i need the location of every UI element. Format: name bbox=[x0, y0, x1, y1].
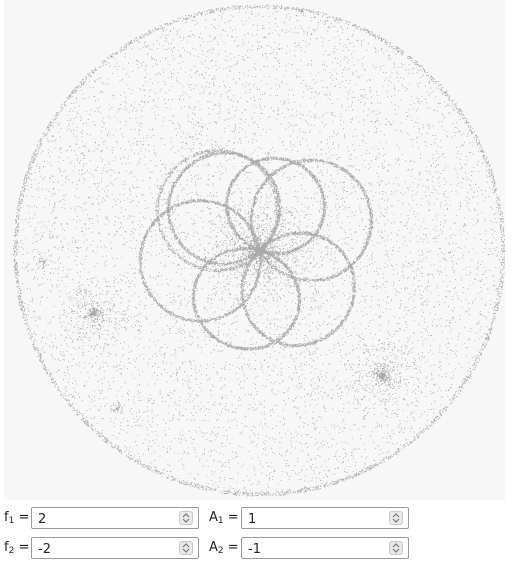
f2-field[interactable] bbox=[31, 537, 199, 560]
A1-input[interactable] bbox=[242, 509, 378, 530]
f1-spinner-icon[interactable] bbox=[179, 511, 193, 525]
scatter-plot bbox=[4, 0, 505, 500]
scatter-points bbox=[13, 4, 505, 497]
A1-label: A1 = bbox=[209, 510, 239, 526]
f2-spinner-icon[interactable] bbox=[179, 541, 193, 555]
A2-label: A2 = bbox=[209, 540, 239, 556]
A1-spinner-icon[interactable] bbox=[389, 511, 403, 525]
f2-label: f2 = bbox=[4, 540, 30, 556]
control-row-1: f1 = A1 = bbox=[4, 506, 424, 530]
A1-control: A1 = bbox=[209, 506, 409, 530]
A2-field[interactable] bbox=[241, 537, 409, 560]
control-row-2: f2 = A2 = bbox=[4, 536, 424, 560]
f2-input[interactable] bbox=[32, 539, 168, 560]
f1-field[interactable] bbox=[31, 507, 199, 530]
A2-control: A2 = bbox=[209, 536, 409, 560]
f1-input[interactable] bbox=[32, 509, 168, 530]
A2-input[interactable] bbox=[242, 539, 378, 560]
f1-label: f1 = bbox=[4, 510, 30, 526]
A2-spinner-icon[interactable] bbox=[389, 541, 403, 555]
f1-control: f1 = bbox=[4, 506, 199, 530]
plot-svg bbox=[13, 4, 505, 497]
A1-field[interactable] bbox=[241, 507, 409, 530]
f2-control: f2 = bbox=[4, 536, 199, 560]
